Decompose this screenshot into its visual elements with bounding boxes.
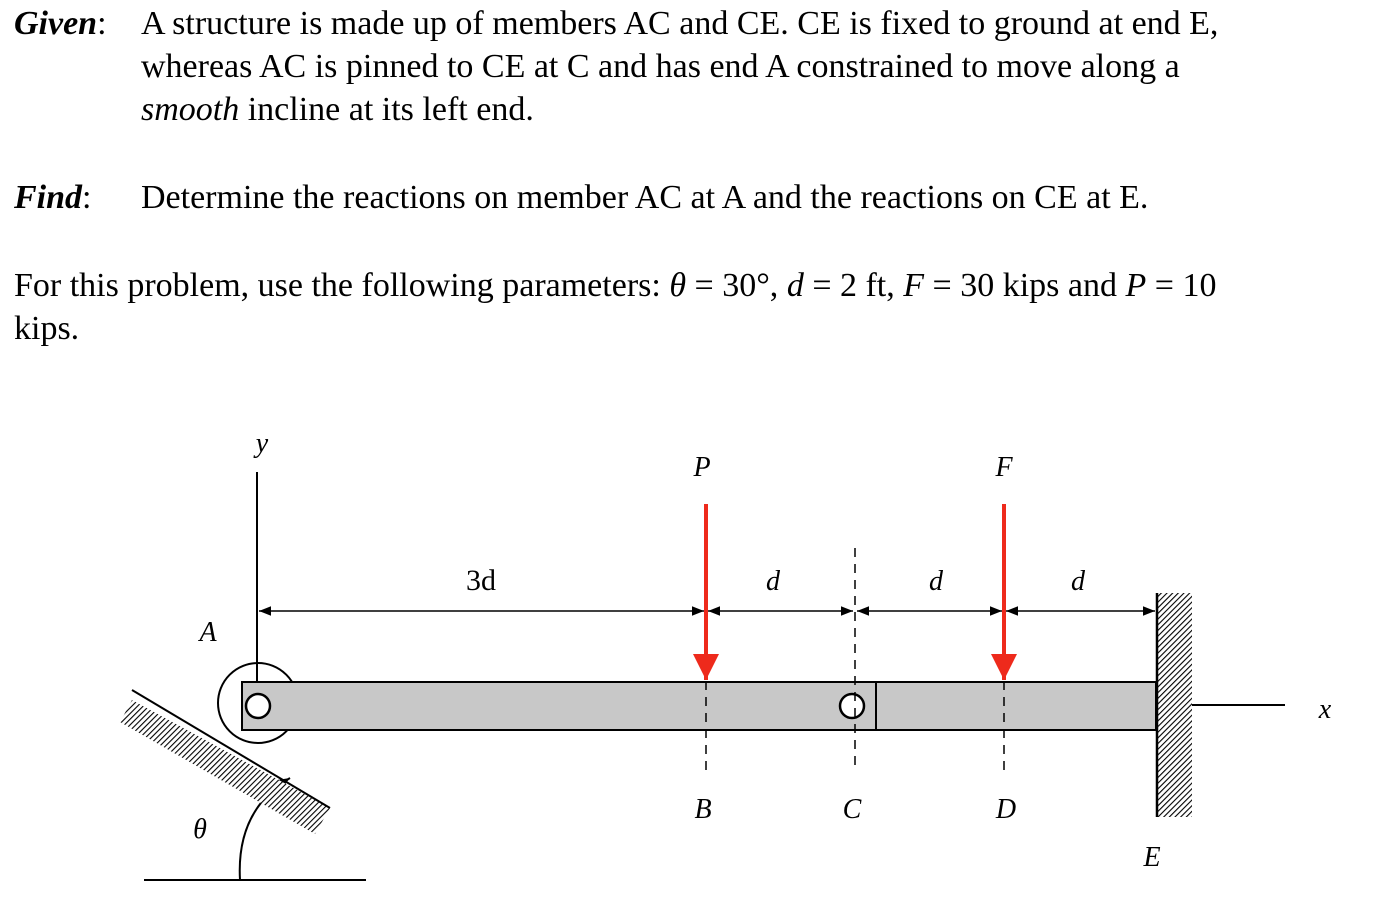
given-section: Given: A structure is made up of members…	[14, 2, 1374, 131]
label-dimension-de: d	[1071, 566, 1086, 597]
label-point-b: B	[694, 794, 711, 825]
given-line-1: A structure is made up of members AC and…	[141, 5, 1219, 42]
label-dimension-cd: d	[929, 566, 944, 597]
label-point-e: E	[1142, 842, 1160, 873]
label-dimension-bc: d	[766, 566, 781, 597]
label-angle-theta: θ	[193, 814, 207, 845]
label-x-axis: x	[1318, 694, 1332, 725]
label-y-axis: y	[253, 428, 269, 459]
member-ac	[241, 681, 877, 731]
fixed-wall-hatch	[1158, 593, 1192, 817]
member-ce	[875, 681, 1157, 731]
given-line-3: smooth incline at its left end.	[141, 91, 534, 128]
parameters-line-2: kips.	[14, 310, 80, 347]
incline-hatch	[120, 700, 330, 834]
label-point-d: D	[995, 794, 1016, 825]
given-line-2: whereas AC is pinned to CE at C and has …	[141, 48, 1180, 85]
given-label: Given:	[14, 5, 107, 42]
parameters-section: For this problem, use the following para…	[14, 264, 1374, 350]
pin-c	[838, 692, 866, 720]
label-force-f: F	[994, 452, 1013, 483]
find-text: Determine the reactions on member AC at …	[141, 179, 1149, 216]
label-force-p: P	[692, 452, 710, 483]
label-point-a: A	[197, 617, 217, 648]
label-dimension-3d: 3d	[466, 564, 496, 597]
label-point-c: C	[843, 794, 862, 825]
incline-line	[131, 689, 331, 809]
find-section: Find: Determine the reactions on member …	[14, 176, 1374, 219]
find-label: Find:	[14, 179, 92, 216]
pin-a	[244, 692, 272, 720]
parameters-line-1: For this problem, use the following para…	[14, 267, 1217, 304]
